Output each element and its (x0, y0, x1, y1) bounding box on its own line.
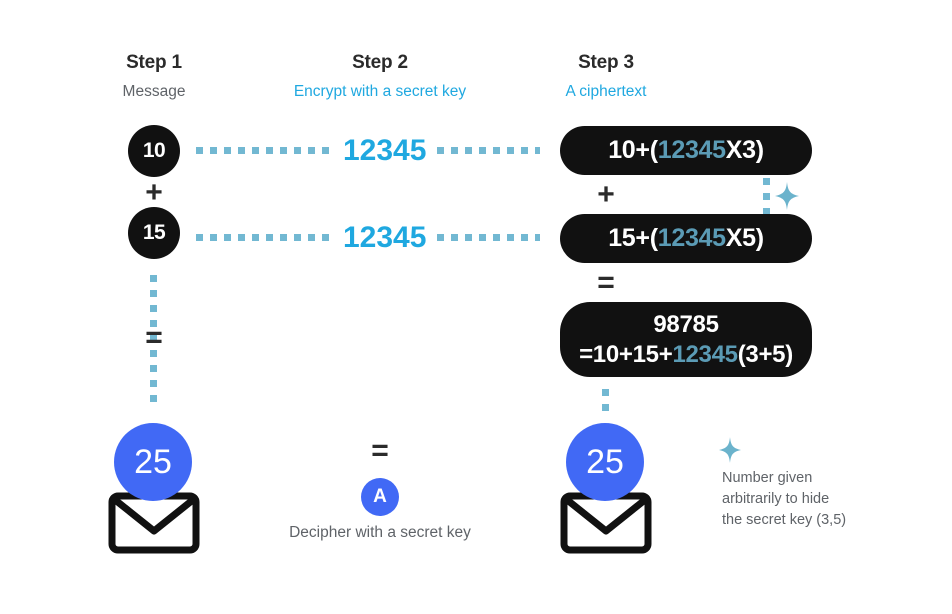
sparkle-dotted-stub (763, 178, 770, 216)
col3-plus-operator: + (597, 178, 615, 211)
col3-vertical-dotted-stub (602, 389, 609, 413)
legend-sparkle-icon-svg (719, 437, 741, 463)
decrypted-result-col1: 25 (114, 423, 192, 501)
pill3-key: 12345 (672, 340, 738, 368)
step1-title: Step 1 (126, 52, 182, 73)
legend-line-2: arbitrarily to hide (722, 491, 830, 508)
step3-subtitle: A ciphertext (565, 83, 647, 100)
pill1-prefix: 10+ (608, 136, 650, 164)
pill2-key: 12345 (657, 224, 726, 252)
legend-sparkle-icon (719, 437, 741, 468)
secret-key-bottom: 12345 (343, 221, 427, 254)
step2-title: Step 2 (352, 52, 408, 73)
envelope-icon-col1 (108, 492, 200, 559)
sparkle-icon-svg (775, 182, 799, 210)
pill2-close-paren: ) (755, 224, 764, 252)
connector-dotted-c2-c3-top (437, 147, 540, 154)
col1-plus-operator: + (145, 176, 163, 209)
pill1-open-paren: ( (649, 136, 658, 164)
envelope-icon-col3 (560, 492, 652, 559)
pill1-key: 12345 (657, 136, 726, 164)
pill2-suffix: X5 (725, 224, 756, 252)
step2-subtitle: Encrypt with a secret key (293, 83, 467, 100)
pill3-prefix: =10+15+ (579, 340, 673, 368)
col1-vertical-dotted-line (150, 275, 157, 410)
decipher-caption: Decipher with a secret key (289, 524, 471, 541)
legend-text-block: Number given arbitrarily to hide the sec… (722, 468, 912, 531)
message-value-b: 15 (128, 207, 180, 259)
pill3-open-paren: ( (737, 340, 746, 368)
connector-dotted-c1-c2-bottom (196, 234, 329, 241)
sparkle-icon (775, 182, 799, 215)
envelope-icon-col3-svg (560, 492, 652, 554)
decipher-badge: A (361, 478, 399, 516)
message-value-a: 10 (128, 125, 180, 177)
decrypted-result-col3: 25 (566, 423, 644, 501)
secret-key-top: 12345 (343, 134, 427, 167)
pill3-line2: =10+15+12345(3+5) (579, 340, 793, 369)
pill1-close-paren: ) (755, 136, 764, 164)
pill1-suffix: X3 (725, 136, 756, 164)
col2-equals-operator: = (371, 434, 389, 467)
pill3-inner: 3+5 (745, 340, 786, 368)
pill3-close-paren: ) (785, 340, 793, 368)
pill2-prefix: 15+ (608, 224, 650, 252)
step1-subtitle: Message (122, 83, 186, 100)
col1-equals-operator: = (145, 321, 163, 354)
connector-dotted-c1-c2-top (196, 147, 329, 154)
envelope-icon-col1-svg (108, 492, 200, 554)
legend-line-1: Number given (722, 470, 813, 486)
connector-dotted-c2-c3-bottom (437, 234, 540, 241)
ciphertext-pill-3: 98785 =10+15+12345(3+5) (560, 302, 812, 377)
legend-line-3: the secret key (3,5) (722, 512, 847, 529)
pill2-open-paren: ( (649, 224, 658, 252)
step3-title: Step 3 (578, 52, 634, 73)
col3-equals-operator: = (597, 266, 615, 299)
pill3-line1: 98785 (653, 311, 719, 339)
